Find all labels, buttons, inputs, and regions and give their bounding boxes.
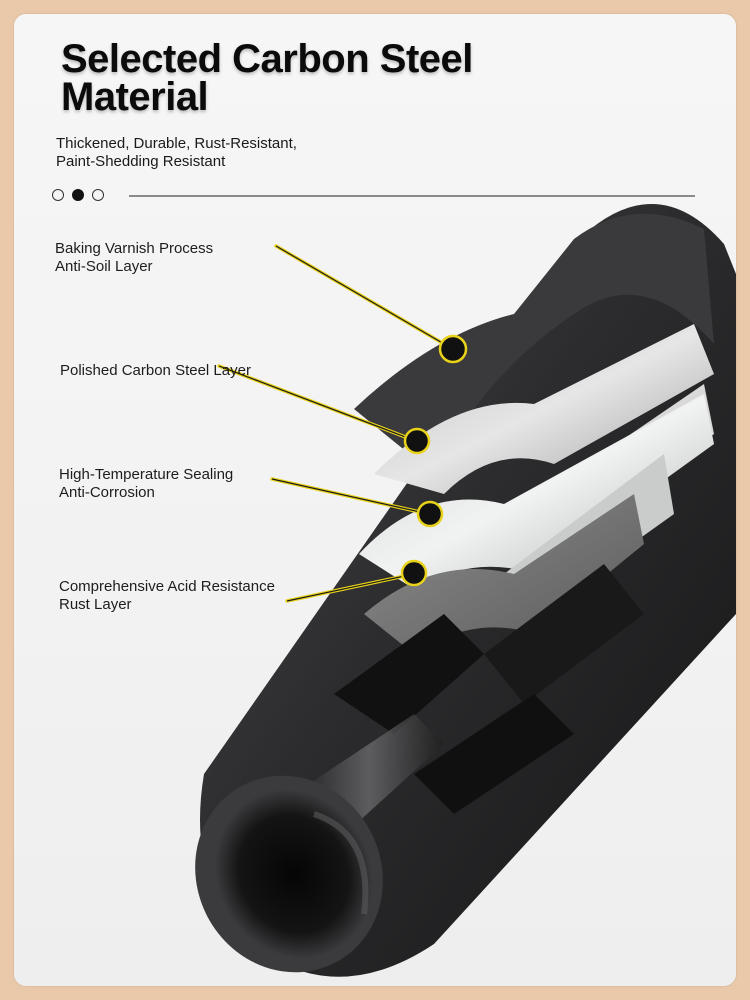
marker-1 bbox=[438, 334, 468, 364]
acid-resistant-layer bbox=[364, 494, 644, 654]
subtitle-line-1: Thickened, Durable, Rust-Resistant, bbox=[56, 135, 297, 152]
sealing-layer bbox=[359, 394, 714, 589]
pager-dot[interactable] bbox=[92, 189, 104, 201]
marker-3 bbox=[416, 500, 444, 528]
callout-label-3: High-Temperature Sealing Anti-Corrosion bbox=[59, 466, 234, 501]
outer-coat-layer bbox=[354, 213, 714, 474]
divider bbox=[129, 195, 695, 197]
marker-2 bbox=[403, 427, 431, 455]
pager-dot[interactable] bbox=[52, 189, 64, 201]
polished-steel-layer bbox=[374, 324, 714, 494]
callout-label-2: Polished Carbon Steel Layer bbox=[60, 362, 251, 379]
pager-dot-active[interactable] bbox=[72, 189, 84, 201]
callout-markers bbox=[400, 334, 468, 587]
pipe-layers-illustration bbox=[195, 204, 736, 977]
marker-4 bbox=[400, 559, 428, 587]
subtitle: Thickened, Durable, Rust-Resistant, Pain… bbox=[56, 135, 376, 171]
page-title: Selected Carbon Steel Material bbox=[61, 37, 473, 119]
subtitle-line-2: Paint-Shedding Resistant bbox=[56, 153, 226, 170]
carousel-pager bbox=[52, 189, 104, 203]
product-card: Selected Carbon Steel Material Thickened… bbox=[14, 14, 736, 986]
callout-label-1: Baking Varnish Process Anti-Soil Layer bbox=[55, 240, 214, 275]
callout-label-4: Comprehensive Acid Resistance Rust Layer bbox=[59, 578, 275, 613]
